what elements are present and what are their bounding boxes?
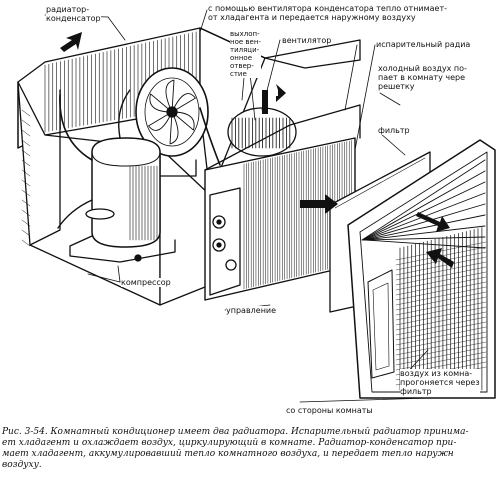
evaporator-coil xyxy=(204,104,361,301)
label-compressor: компрессор xyxy=(121,278,171,287)
label-room-air: воздух из комна- прогоняется через фильт… xyxy=(400,369,480,396)
label-exhaust-vent: выхлоп- ное вен- тиляци- онное отвер- ст… xyxy=(230,30,261,78)
label-filter: фильтр xyxy=(378,126,410,135)
label-cold-air: холодный воздух по- пает в комнату чере … xyxy=(378,64,467,91)
control-panel xyxy=(209,187,241,296)
label-fan-transfer: с помощью вентилятора конденсатора тепло… xyxy=(208,4,448,22)
front-grille xyxy=(347,139,496,399)
blower-fan xyxy=(227,107,297,157)
label-condenser: радиатор- конденсатор xyxy=(46,5,101,23)
label-fan: вентилятор xyxy=(282,36,332,45)
condenser-fan xyxy=(135,67,209,177)
label-evaporator: испарительный радиа xyxy=(376,40,471,49)
coil-tubes xyxy=(59,94,221,166)
airflow-arrows xyxy=(60,32,454,268)
label-room-side: со стороны комнаты xyxy=(286,406,373,415)
figure-caption: Рис. 3-54. Комнатный кондиционер имеет д… xyxy=(2,427,469,470)
compressor xyxy=(57,89,176,263)
label-control: управление xyxy=(226,306,277,315)
